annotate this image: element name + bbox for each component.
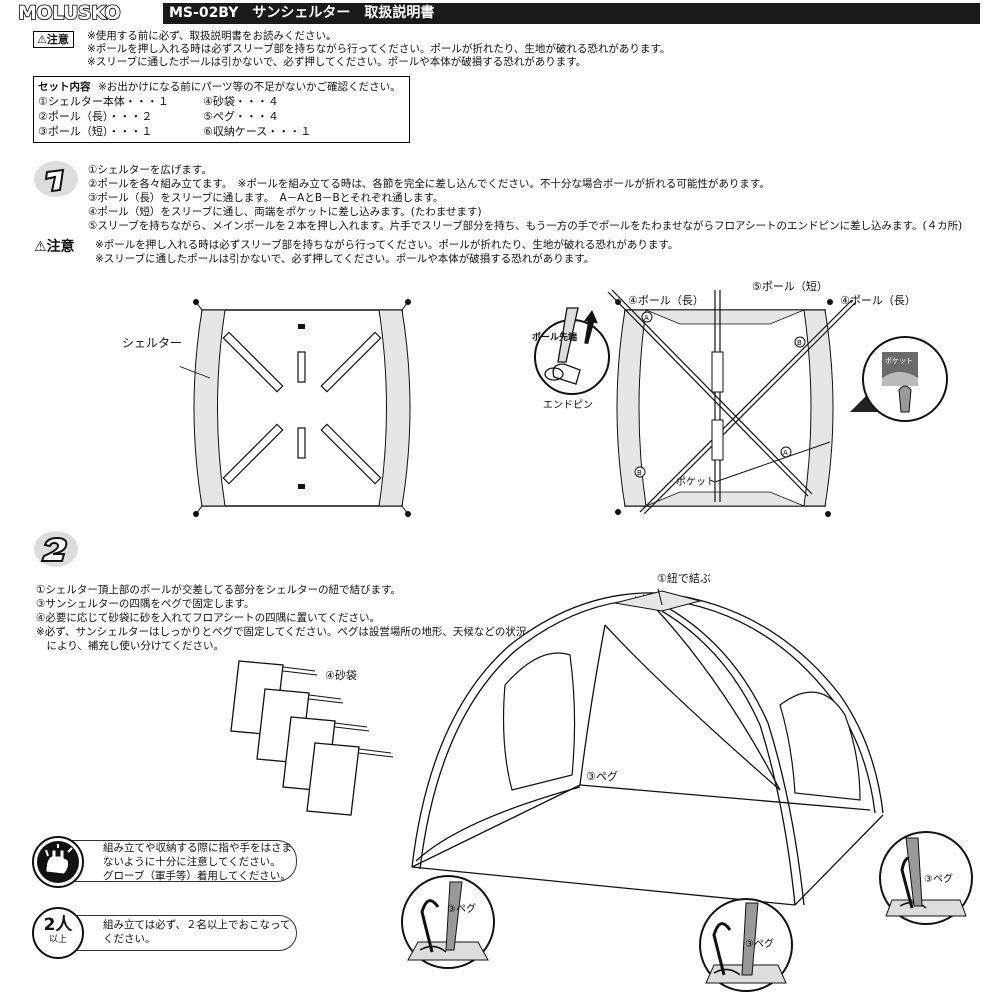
pole-long-right-label: ④ポール（長） [840,294,916,307]
step1-caution-line-1: ※ポールを押し入れる時は必ずスリーブ部を持ちながら行ってください。ポールが折れた… [95,239,679,251]
shelter-flat-diagram [180,299,411,517]
top-caution-line-3: ※スリーブに通したポールは引かないで、必ず押してください。ポールや本体が破損する… [87,56,587,68]
end-pin-label: エンドピン [543,400,593,411]
shelter-label: シェルター [122,336,183,350]
peg-zoom-center [699,898,793,992]
pocket-zoom-label: ポケット [885,357,913,365]
peg-right-label: ③ペグ [924,874,953,885]
set-contents-heading: セット内容 [38,81,91,93]
tie-label: ①紐で結ぶ [657,572,711,585]
step-1-number-icon [34,161,78,197]
set-contents-note: ※お出かけになる前にパーツ等の不足がないかご確認ください。 [98,81,401,93]
set-item: ⑥収納ケース・・・１ [203,125,312,138]
pocket-label: ポケット [676,477,716,488]
dome-tent-diagram [411,588,884,906]
warning-two-people-line-1: 組み立ては必ず、２名以上でおこなって [103,919,291,931]
mark-b-2: B [637,469,642,477]
pole-tip-label: ポール先端 [532,333,578,343]
mark-b-1: B [797,339,802,347]
step1-line-1: ①シェルターを広げます。 [88,164,212,176]
document-title: MS-02BY サンシェルター 取扱説明書 [169,5,435,21]
mark-a-1: A [644,314,649,322]
set-item: ②ポール（長）・・・２ [38,110,153,123]
sandbags-illustration [230,660,394,816]
peg-zoom-left [401,875,495,969]
warning-hands-line-1: 組み立てや収納する際に指や手をはさま [103,842,292,854]
document-title-bar: MS-02BY サンシェルター 取扱説明書 [163,3,980,24]
step2-line-5: により、補充し使い分けてください。 [36,640,225,652]
brand-logo: MOLUSKO [17,1,121,25]
pole-insertion-diagram: A B B A ポケット [534,289,948,517]
step1-line-4: ④ポール（短）をスリーブに通し、両端をポケットに差し込みます。(たわませます) [88,206,482,218]
warning-triangle-icon: ⚠ [37,33,47,46]
peg-inner-label: ③ペグ [586,770,618,783]
warning-triangle-icon: ⚠ [34,239,47,255]
peg-zoom-right [879,831,973,925]
step1-caution-label: ⚠注意 [34,239,75,255]
warning-two-people-line-2: ください。 [103,933,156,945]
warning-hands-line-3: グローブ（軍手等）着用してください。 [103,870,291,882]
top-caution-line-1: ※使用する前に必ず、取扱説明書をお読みください。 [87,30,337,42]
top-caution-line-2: ※ポールを押し入れる時は必ずスリーブ部を持ちながら行ってください。ポールが折れた… [87,43,671,55]
peg-left-label: ③ペグ [447,904,476,915]
set-item: ⑤ペグ・・・４ [203,110,279,123]
set-item: ④砂袋・・・４ [203,95,279,108]
step-2-number-icon [34,531,78,567]
glove-hand-icon [32,836,84,888]
step1-line-3: ③ポール（長）をスリーブに通します。 A－AとB－Bとそれぞれ通します。 [88,192,444,204]
step2-line-3: ④必要に応じて砂袋に砂を入れてフロアシートの四隅に置いてください。 [36,612,381,624]
set-item: ③ポール（短）・・・１ [38,125,153,138]
step1-caution-line-2: ※スリーブに通したポールは引かないで、必ず押してください。ポールや本体が破損する… [95,253,595,265]
set-item: ①シェルター本体・・・１ [38,95,169,108]
pole-long-left-label: ④ポール（長） [628,294,704,307]
pole-short-label: ⑤ポール（短） [752,280,828,293]
warning-hands-line-2: ないように十分に注意してください。 [103,856,281,868]
step2-line-4: ※必ず、サンシェルターはしっかりとペグで固定してください。ペグは設営場所の地形、… [36,626,527,638]
step1-line-2: ②ポールを各々組み立てます。 ※ポールを組み立てる時は、各節を完全に差し込んでく… [88,178,770,190]
caution-badge: ⚠注意 [33,31,74,48]
step2-line-2: ③サンシェルターの四隅をペグで固定します。 [36,598,255,610]
sandbag-label: ④砂袋 [325,669,357,682]
mark-a-2: A [783,449,788,457]
peg-center-label: ③ペグ [745,939,774,950]
two-people-icon: 2人 以上 [32,907,84,959]
step1-line-5: ⑤スリーブを持ちながら、メインポールを２本を押し入れます。片手でスリーブ部分を持… [88,220,963,232]
set-contents-box [33,76,410,143]
step2-line-1: ①シェルター頂上部のポールが交差してる部分をシェルターの紐で結びます。 [36,584,402,596]
